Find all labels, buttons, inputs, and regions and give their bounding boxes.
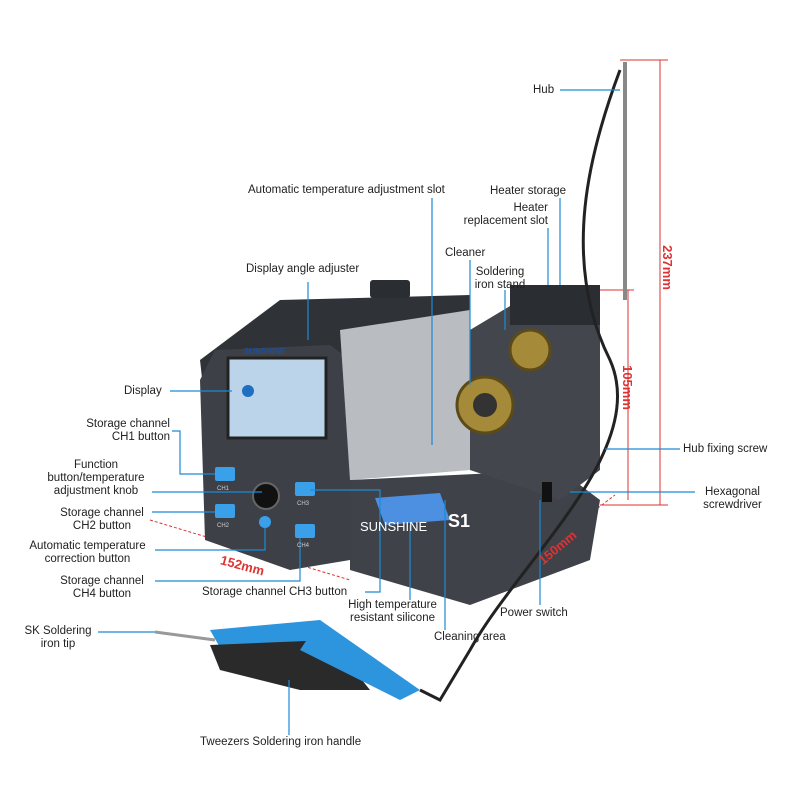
label-line: adjustment knob [53, 485, 139, 497]
label-cleaning-area: Cleaning area [434, 631, 506, 643]
ch1-label: CH1 [217, 486, 230, 492]
leader-lines [98, 89, 695, 735]
label-power-switch: Power switch [500, 607, 568, 619]
label-line: correction button [44, 553, 131, 565]
tweezers-handle [154, 620, 420, 700]
label-line: iron tip [40, 638, 76, 650]
label-line: screwdriver [703, 499, 762, 511]
label-line: SK Soldering [24, 625, 92, 637]
label-line: iron stand [474, 279, 526, 291]
label-line: Automatic temperature [29, 540, 146, 552]
ch4-label: CH4 [297, 543, 310, 549]
label-line: High temperature [348, 599, 437, 611]
power-switch-shape [542, 482, 552, 502]
channel-buttons [215, 467, 315, 538]
label-auto-temp-slot: Automatic temperature adjustment slot [248, 184, 445, 196]
label-line: Storage channel [60, 507, 144, 519]
screen-brand: SUNSHINE [244, 347, 286, 356]
ch2-label: CH2 [217, 523, 230, 529]
stand-height-dimension: 105mm [619, 365, 635, 410]
label-line: Storage channel [86, 418, 170, 430]
adjustment-knob [252, 482, 280, 510]
label-hub: Hub [533, 84, 555, 96]
label-hub-screw: Hub fixing screw [683, 443, 768, 455]
label-line: replacement slot [463, 215, 548, 227]
label-handle: Tweezers Soldering iron handle [200, 736, 362, 748]
cable [419, 69, 622, 702]
label-line: Storage channel [60, 575, 144, 587]
label-line: Hexagonal [705, 486, 760, 498]
label-line: CH2 button [72, 520, 132, 532]
label-heater-storage: Heater storage [490, 185, 567, 197]
label-line: CH4 button [72, 588, 132, 600]
label-line: button/temperature [47, 472, 145, 484]
cleaning-sponge [375, 493, 450, 525]
station-body [200, 280, 600, 605]
label-line: resistant silicone [349, 612, 435, 624]
label-cleaner: Cleaner [445, 247, 486, 259]
model-name: S1 [448, 511, 471, 531]
label-line: Soldering [475, 266, 525, 278]
front-brand: SUNSHINE [360, 519, 428, 534]
height-dimension: 237mm [659, 245, 675, 290]
label-line: CH1 button [111, 431, 170, 443]
label-line: Heater [513, 202, 548, 214]
display-screen [226, 356, 328, 440]
ch3-label: CH3 [297, 501, 310, 507]
label-ch3: Storage channel CH3 button [202, 586, 348, 598]
label-line: Function [73, 459, 119, 471]
label-display-angle: Display angle adjuster [246, 263, 360, 275]
label-display: Display [124, 385, 162, 397]
